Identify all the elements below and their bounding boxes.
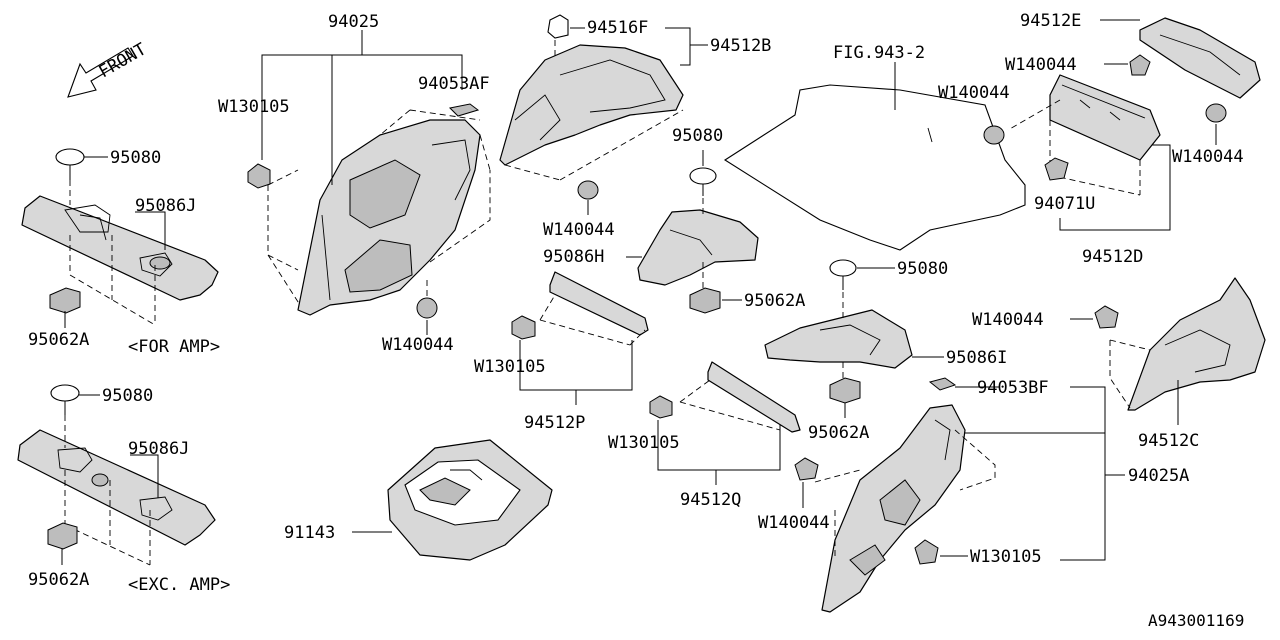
label-94512P: 94512P <box>524 413 585 433</box>
clip-94516F <box>547 14 569 39</box>
clip-W140044-e <box>1205 103 1227 123</box>
label-W140044-g: W140044 <box>972 310 1044 330</box>
label-94512C: 94512C <box>1138 431 1199 451</box>
part-shelf-fig943-2 <box>723 84 1026 251</box>
label-fig943-2: FIG.943-2 <box>833 43 925 63</box>
clip-95080-exc <box>50 384 80 415</box>
clip-95080-d <box>829 259 857 290</box>
pad-95062A-exc <box>47 522 78 550</box>
part-94512Q <box>707 361 801 433</box>
pad-95062A-amp <box>49 287 81 314</box>
label-95086I: 95086I <box>946 348 1007 368</box>
clip-W140044-f <box>794 457 819 481</box>
label-95080-c: 95080 <box>672 126 723 146</box>
part-94512D <box>1049 74 1161 161</box>
label-95062A-exc: 95062A <box>28 570 89 590</box>
part-94512B <box>499 44 684 166</box>
part-94025A <box>821 404 966 613</box>
label-95062A-c: 95062A <box>744 291 805 311</box>
clip-W140044-b <box>577 180 599 200</box>
label-94512E: 94512E <box>1020 11 1081 31</box>
label-W140044-f: W140044 <box>758 513 830 533</box>
note-for-amp: <FOR AMP> <box>128 337 220 357</box>
part-95086J-amp <box>21 195 219 301</box>
label-W130105-b: W130105 <box>474 357 546 377</box>
clip-94071U <box>1044 157 1069 181</box>
pad-95062A-c <box>689 287 721 314</box>
label-W130105-d: W130105 <box>970 547 1042 567</box>
part-94025 <box>297 119 481 316</box>
part-95086H <box>637 209 759 286</box>
label-95080-d: 95080 <box>897 259 948 279</box>
pad-95062A-d <box>829 377 861 404</box>
label-95062A-amp: 95062A <box>28 330 89 350</box>
label-94512Q: 94512Q <box>680 490 741 510</box>
label-94512D: 94512D <box>1082 247 1143 267</box>
label-W140044-e: W140044 <box>1172 147 1244 167</box>
label-W140044-a: W140044 <box>382 335 454 355</box>
clip-W130105-a <box>247 163 271 189</box>
label-W130105-a: W130105 <box>218 97 290 117</box>
label-94512B: 94512B <box>710 36 771 56</box>
part-95086J-exc <box>17 429 216 546</box>
front-label: FRONT <box>96 39 150 82</box>
label-95086H: 95086H <box>543 247 604 267</box>
label-W130105-c: W130105 <box>608 433 680 453</box>
part-94512E <box>1139 17 1261 99</box>
label-W140044-c: W140044 <box>1005 55 1077 75</box>
label-95086J-exc: 95086J <box>128 439 189 459</box>
label-W140044-b: W140044 <box>543 220 615 240</box>
part-94512P <box>549 271 649 336</box>
label-W140044-d: W140044 <box>938 83 1010 103</box>
label-94516F: 94516F <box>587 18 648 38</box>
part-91143 <box>387 439 553 561</box>
label-94053AF: 94053AF <box>418 74 490 94</box>
label-95062A-d: 95062A <box>808 423 869 443</box>
clip-W140044-a <box>416 280 438 319</box>
clip-W130105-d <box>914 539 939 565</box>
clip-W130105-c <box>649 395 673 419</box>
part-95086I <box>764 309 913 369</box>
part-94053BF <box>928 377 957 391</box>
part-94512C <box>1127 277 1266 411</box>
clip-W140044-d <box>983 125 1005 145</box>
label-95086J-amp: 95086J <box>135 196 196 216</box>
label-94025A: 94025A <box>1128 466 1189 486</box>
label-95080-exc: 95080 <box>102 386 153 406</box>
label-95080-amp: 95080 <box>110 148 161 168</box>
label-94071U: 94071U <box>1034 194 1095 214</box>
clip-95080-amp <box>55 148 85 180</box>
front-arrow-icon <box>67 47 134 98</box>
clip-95080-c <box>689 167 717 196</box>
clip-W140044-c <box>1129 54 1151 76</box>
label-94025: 94025 <box>328 12 379 32</box>
note-exc-amp: <EXC. AMP> <box>128 575 230 595</box>
reference-code: A943001169 <box>1148 611 1244 630</box>
label-94053BF: 94053BF <box>977 378 1049 398</box>
part-94053AF <box>448 103 480 117</box>
clip-W130105-b <box>511 315 536 340</box>
label-91143: 91143 <box>284 523 335 543</box>
clip-W140044-g <box>1094 305 1119 329</box>
